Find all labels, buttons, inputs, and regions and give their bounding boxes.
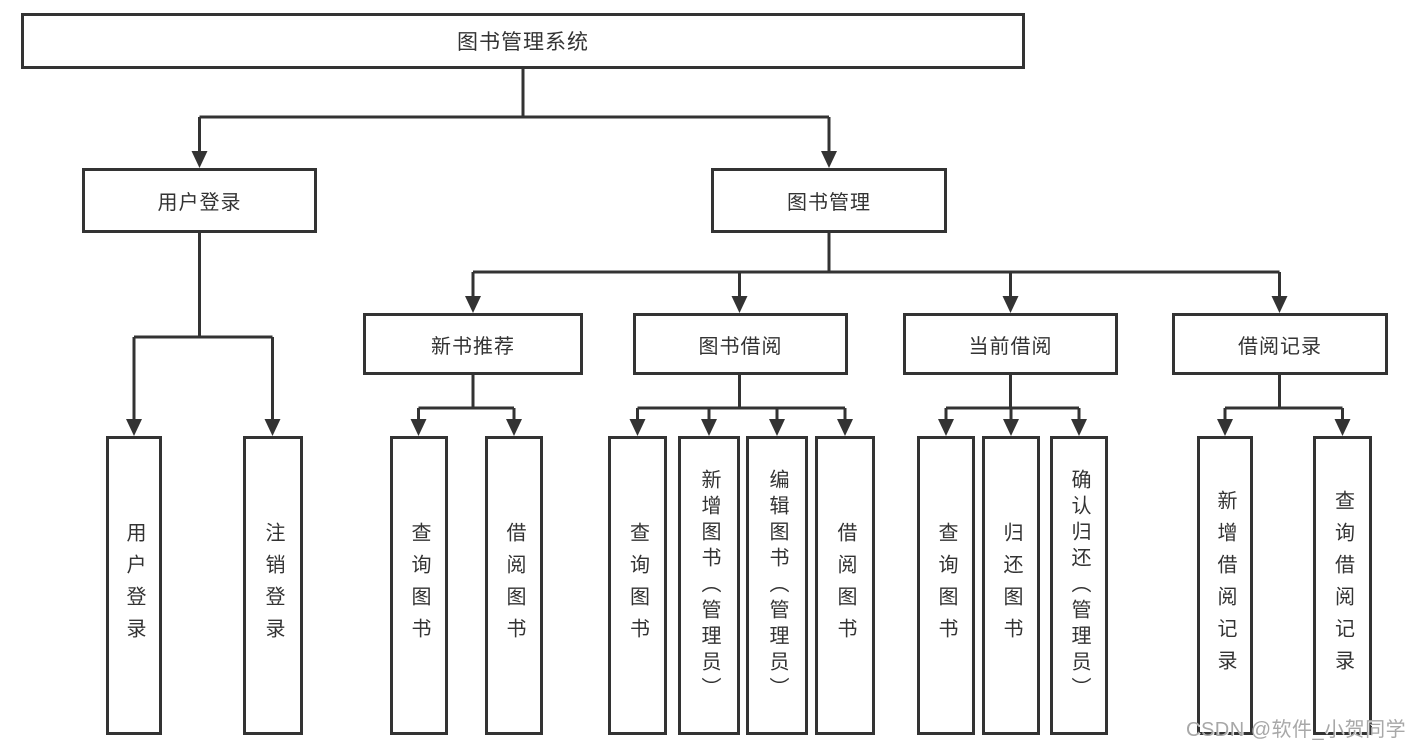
node-borrowing-records: 借阅记录 [1172, 313, 1388, 375]
node-library-management-system: 图书管理系统 [21, 13, 1025, 69]
node-leaf-return-books: 归还图书 [982, 436, 1040, 735]
watermark: CSDN @软件_小贺同学 [1186, 719, 1405, 741]
node-leaf-query-books-borrow: 查询图书 [608, 436, 667, 735]
node-leaf-borrow-books: 借阅图书 [815, 436, 875, 735]
node-book-borrowing: 图书借阅 [633, 313, 848, 375]
node-leaf-query-books-recommend: 查询图书 [390, 436, 448, 735]
node-leaf-query-borrow-record: 查询借阅记录 [1313, 436, 1372, 735]
node-leaf-user-login: 用户登录 [106, 436, 162, 735]
node-user-login: 用户登录 [82, 168, 317, 233]
node-new-book-recommendation: 新书推荐 [363, 313, 583, 375]
node-book-management: 图书管理 [711, 168, 947, 233]
node-leaf-query-books-current: 查询图书 [917, 436, 975, 735]
node-leaf-edit-books-admin: 编辑图书（管理员） [746, 436, 808, 735]
node-leaf-add-borrow-record: 新增借阅记录 [1197, 436, 1253, 735]
node-current-borrowing: 当前借阅 [903, 313, 1118, 375]
node-leaf-borrow-books-recommend: 借阅图书 [485, 436, 543, 735]
arrowheads [126, 151, 1351, 436]
node-leaf-logout: 注销登录 [243, 436, 303, 735]
node-leaf-confirm-return-admin: 确认归还（管理员） [1050, 436, 1108, 735]
node-leaf-add-books-admin: 新增图书（管理员） [678, 436, 740, 735]
